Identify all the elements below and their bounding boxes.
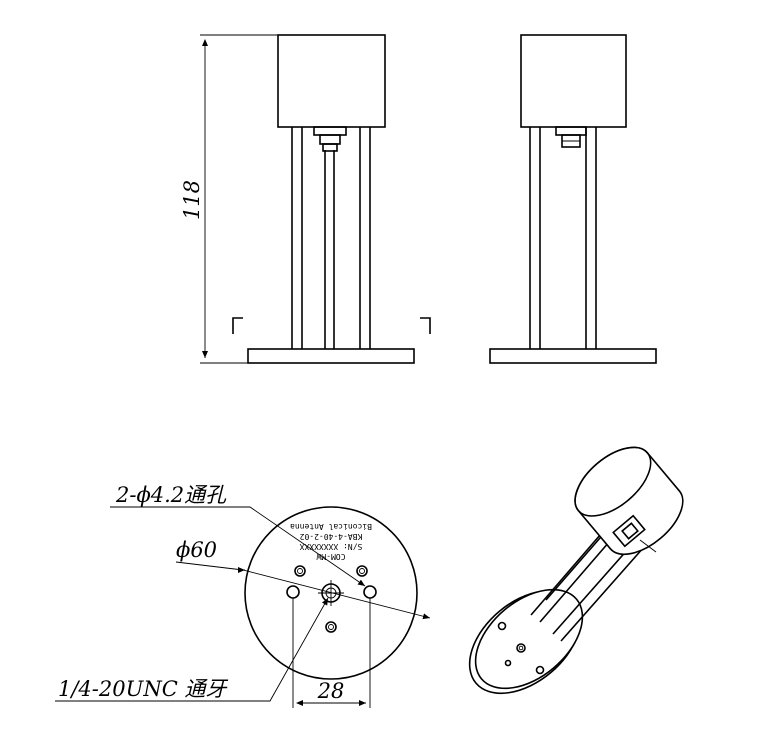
center-thread-hole	[321, 583, 341, 603]
through-hole-right	[363, 585, 377, 599]
base-circle	[244, 506, 418, 680]
front-housing	[277, 34, 386, 128]
screw-hole-2	[356, 565, 368, 577]
iso-housing	[574, 446, 684, 556]
side-housing	[520, 34, 627, 128]
thread-callout: 1/4-20UNC 通牙	[58, 677, 228, 701]
diameter-leader	[175, 561, 431, 620]
thread-leader	[55, 597, 329, 702]
front-view: 118	[180, 34, 431, 364]
iso-connector	[612, 514, 646, 548]
height-dimension-label: 118	[180, 180, 204, 220]
front-base-plate	[247, 348, 415, 364]
label-line-4: Biconical Antenna	[290, 522, 372, 531]
screw-hole-3	[325, 621, 337, 633]
spacing-dimension-label: 28	[317, 679, 345, 703]
side-view	[489, 34, 657, 364]
label-plate: COM-MW S/N: XXXXXXXX KBA-4-40-2-02 Bicon…	[290, 522, 372, 561]
iso-center-hole	[516, 643, 526, 653]
through-hole-left	[286, 585, 300, 599]
label-line-3: KBA-4-40-2-02	[300, 532, 363, 541]
front-connector-flange	[313, 126, 347, 136]
holes-callout: 2-ϕ4.2通孔	[115, 483, 227, 507]
front-connector-body	[319, 134, 341, 145]
iso-hole-2	[535, 665, 545, 675]
screw-hole-1	[294, 565, 306, 577]
isometric-view	[468, 446, 684, 695]
side-connector-flange	[555, 126, 587, 136]
section-mark-left	[232, 317, 243, 334]
label-line-2: S/N: XXXXXXXX	[300, 542, 363, 551]
side-base-plate	[489, 348, 657, 364]
bottom-view: COM-MW S/N: XXXXXXXX KBA-4-40-2-02 Bicon…	[55, 483, 431, 708]
section-mark-right	[420, 317, 431, 334]
iso-hole-1	[497, 621, 507, 631]
label-line-1: COM-MW	[316, 552, 345, 561]
diameter-callout: ϕ60	[176, 538, 217, 562]
holes-leader	[110, 506, 366, 587]
